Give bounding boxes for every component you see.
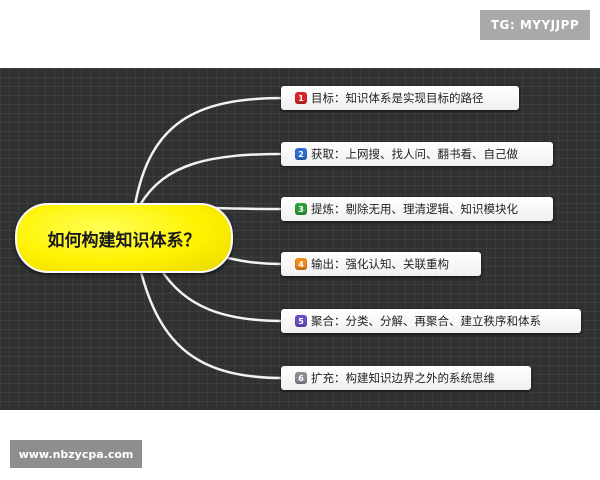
number-4-icon: 4 bbox=[295, 258, 307, 270]
branch-expand-label: 扩充：构建知识边界之外的系统思维 bbox=[311, 371, 495, 385]
branch-refine-label: 提炼：剔除无用、理清逻辑、知识模块化 bbox=[311, 202, 518, 216]
number-5-icon: 5 bbox=[295, 315, 307, 327]
central-topic: 如何构建知识体系？ bbox=[15, 203, 233, 273]
branch-expand: 6 扩充：构建知识边界之外的系统思维 bbox=[281, 366, 531, 390]
branch-output: 4 输出：强化认知、关联重构 bbox=[281, 252, 481, 276]
branch-acquire: 2 获取：上网搜、找人问、翻书看、自己做 bbox=[281, 142, 553, 166]
connector-6 bbox=[138, 267, 284, 380]
central-topic-label: 如何构建知识体系？ bbox=[47, 230, 201, 251]
number-6-icon: 6 bbox=[295, 372, 307, 384]
branch-aggregate-label: 聚合：分类、分解、再聚合、建立秩序和体系 bbox=[311, 314, 541, 328]
branch-goal: 1 目标：知识体系是实现目标的路径 bbox=[281, 86, 519, 110]
number-3-icon: 3 bbox=[295, 203, 307, 215]
number-2-icon: 2 bbox=[295, 148, 307, 160]
branch-output-label: 输出：强化认知、关联重构 bbox=[311, 257, 449, 271]
connector-2 bbox=[138, 152, 284, 206]
branch-goal-label: 目标：知识体系是实现目标的路径 bbox=[311, 91, 484, 105]
branch-refine: 3 提炼：剔除无用、理清逻辑、知识模块化 bbox=[281, 197, 553, 221]
mind-map-canvas: 如何构建知识体系？ 1 目标：知识体系是实现目标的路径 2 获取：上网搜、找人问… bbox=[0, 68, 600, 410]
top-watermark: TG: MYYJJPP bbox=[480, 10, 590, 40]
bottom-watermark: www.nbzycpa.com bbox=[10, 440, 142, 468]
branch-acquire-label: 获取：上网搜、找人问、翻书看、自己做 bbox=[311, 147, 518, 161]
connector-5 bbox=[158, 267, 284, 323]
connector-1 bbox=[133, 96, 284, 206]
number-1-icon: 1 bbox=[295, 92, 307, 104]
branch-aggregate: 5 聚合：分类、分解、再聚合、建立秩序和体系 bbox=[281, 309, 581, 333]
